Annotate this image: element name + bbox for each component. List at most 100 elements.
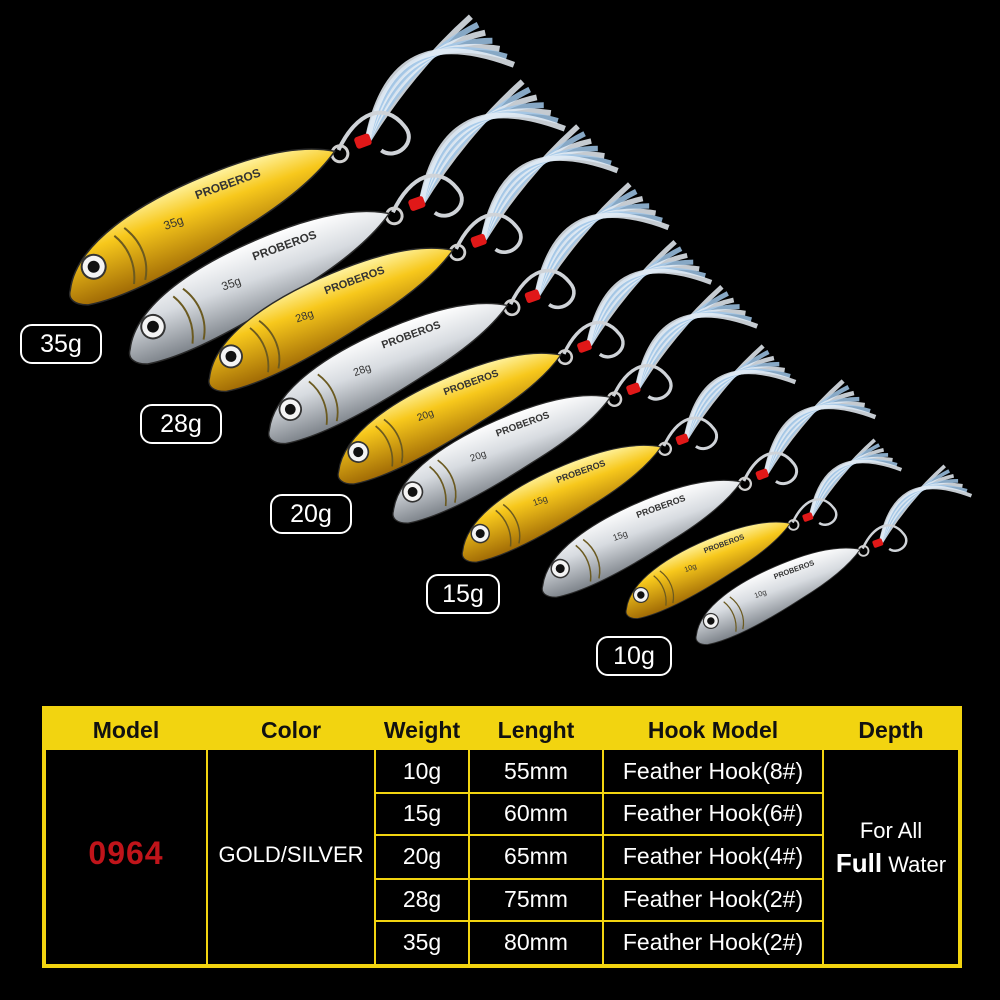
weight-label-10g: 10g (596, 636, 672, 676)
depth-rest-word: Water (888, 852, 947, 877)
lure-body (461, 444, 663, 563)
gill-line (582, 538, 601, 579)
pupil (87, 260, 100, 273)
row-length: 80mm (504, 929, 568, 955)
row-length: 55mm (504, 758, 568, 784)
gill-line (182, 287, 206, 340)
split-ring (330, 144, 350, 164)
weight-label-28g: 28g (140, 404, 222, 444)
column-divider (206, 710, 208, 964)
feather (634, 312, 759, 390)
gill-line (723, 601, 737, 632)
header-model: Model (46, 710, 206, 750)
gill-line (123, 227, 148, 281)
treble-hook-icon (791, 498, 838, 526)
thread-wrap (872, 538, 884, 548)
lure-body (392, 394, 612, 524)
gill-line (249, 327, 270, 373)
pupil (555, 564, 565, 574)
split-ring (657, 441, 673, 456)
thread-wrap (755, 468, 769, 480)
depth-line-1: For All (859, 818, 923, 843)
row-hook: Feather Hook(2#) (622, 886, 804, 912)
weight-label-15g: 15g (426, 574, 500, 614)
lure-weight-engraving: 20g (416, 408, 436, 424)
column-divider (602, 710, 604, 964)
pupil (225, 350, 237, 362)
row-divider (376, 920, 822, 922)
lure-body (337, 352, 562, 485)
split-ring (857, 544, 870, 557)
gill-line (659, 570, 675, 604)
pupil (147, 320, 159, 333)
treble-hook-icon (509, 268, 576, 310)
gill-line (258, 319, 281, 369)
treble-hook-icon (611, 363, 673, 401)
lure-weight-engraving: 35g (220, 275, 243, 294)
gill-line (113, 235, 136, 285)
feather (683, 369, 797, 441)
weight-label-20g: 20g (270, 494, 352, 534)
thread-wrap (577, 340, 592, 353)
lure-weight-engraving: 15g (531, 493, 549, 508)
feather (808, 459, 903, 518)
lure-weight-engraving: 28g (352, 362, 373, 379)
feather (364, 48, 516, 143)
header-color: Color (208, 710, 374, 750)
row-divider (376, 834, 822, 836)
gill-line (172, 295, 194, 344)
gill-line (502, 503, 521, 544)
thread-wrap (802, 512, 814, 522)
row-length: 75mm (504, 886, 568, 912)
depth-bold-word: Full (835, 848, 883, 878)
split-ring (557, 349, 574, 366)
column-divider (822, 710, 824, 964)
feather (878, 485, 973, 544)
lure-weight-engraving: 10g (683, 561, 698, 574)
split-ring (787, 518, 800, 531)
column-divider (468, 710, 470, 964)
pupil (353, 446, 364, 458)
lure-body (128, 210, 391, 365)
feather (533, 212, 670, 298)
pupil (637, 591, 645, 599)
treble-hook-icon (336, 110, 411, 156)
pupil (475, 529, 485, 539)
lure-body (68, 148, 337, 306)
feather (418, 112, 566, 205)
row-weight: 28g (402, 886, 442, 912)
lure-body (208, 247, 454, 393)
treble-hook-icon (742, 451, 799, 486)
gill-line (383, 418, 404, 464)
gill-line (653, 575, 667, 606)
pupil (284, 403, 296, 415)
weight-label-35g: 35g (20, 324, 102, 364)
lure-weight-engraving: 20g (469, 449, 488, 465)
row-length: 60mm (504, 800, 568, 826)
pupil (407, 486, 418, 497)
color-value: GOLD/SILVER (218, 842, 364, 867)
treble-hook-icon (562, 320, 625, 359)
header-hook-model: Hook Model (604, 710, 822, 750)
spec-table: Model Color Weight Lenght Hook Model Dep… (42, 706, 962, 968)
column-divider (374, 710, 376, 964)
gill-line (429, 465, 447, 507)
row-hook: Feather Hook(6#) (622, 800, 804, 826)
header-depth: Depth (824, 710, 958, 750)
thread-wrap (408, 196, 426, 211)
header-length: Lenght (470, 710, 602, 750)
thread-wrap (626, 382, 641, 396)
treble-hook-icon (662, 416, 719, 451)
thread-wrap (524, 289, 541, 303)
row-weight: 10g (402, 758, 442, 784)
lure-body (268, 302, 509, 445)
feather (763, 404, 877, 476)
split-ring (737, 476, 753, 491)
